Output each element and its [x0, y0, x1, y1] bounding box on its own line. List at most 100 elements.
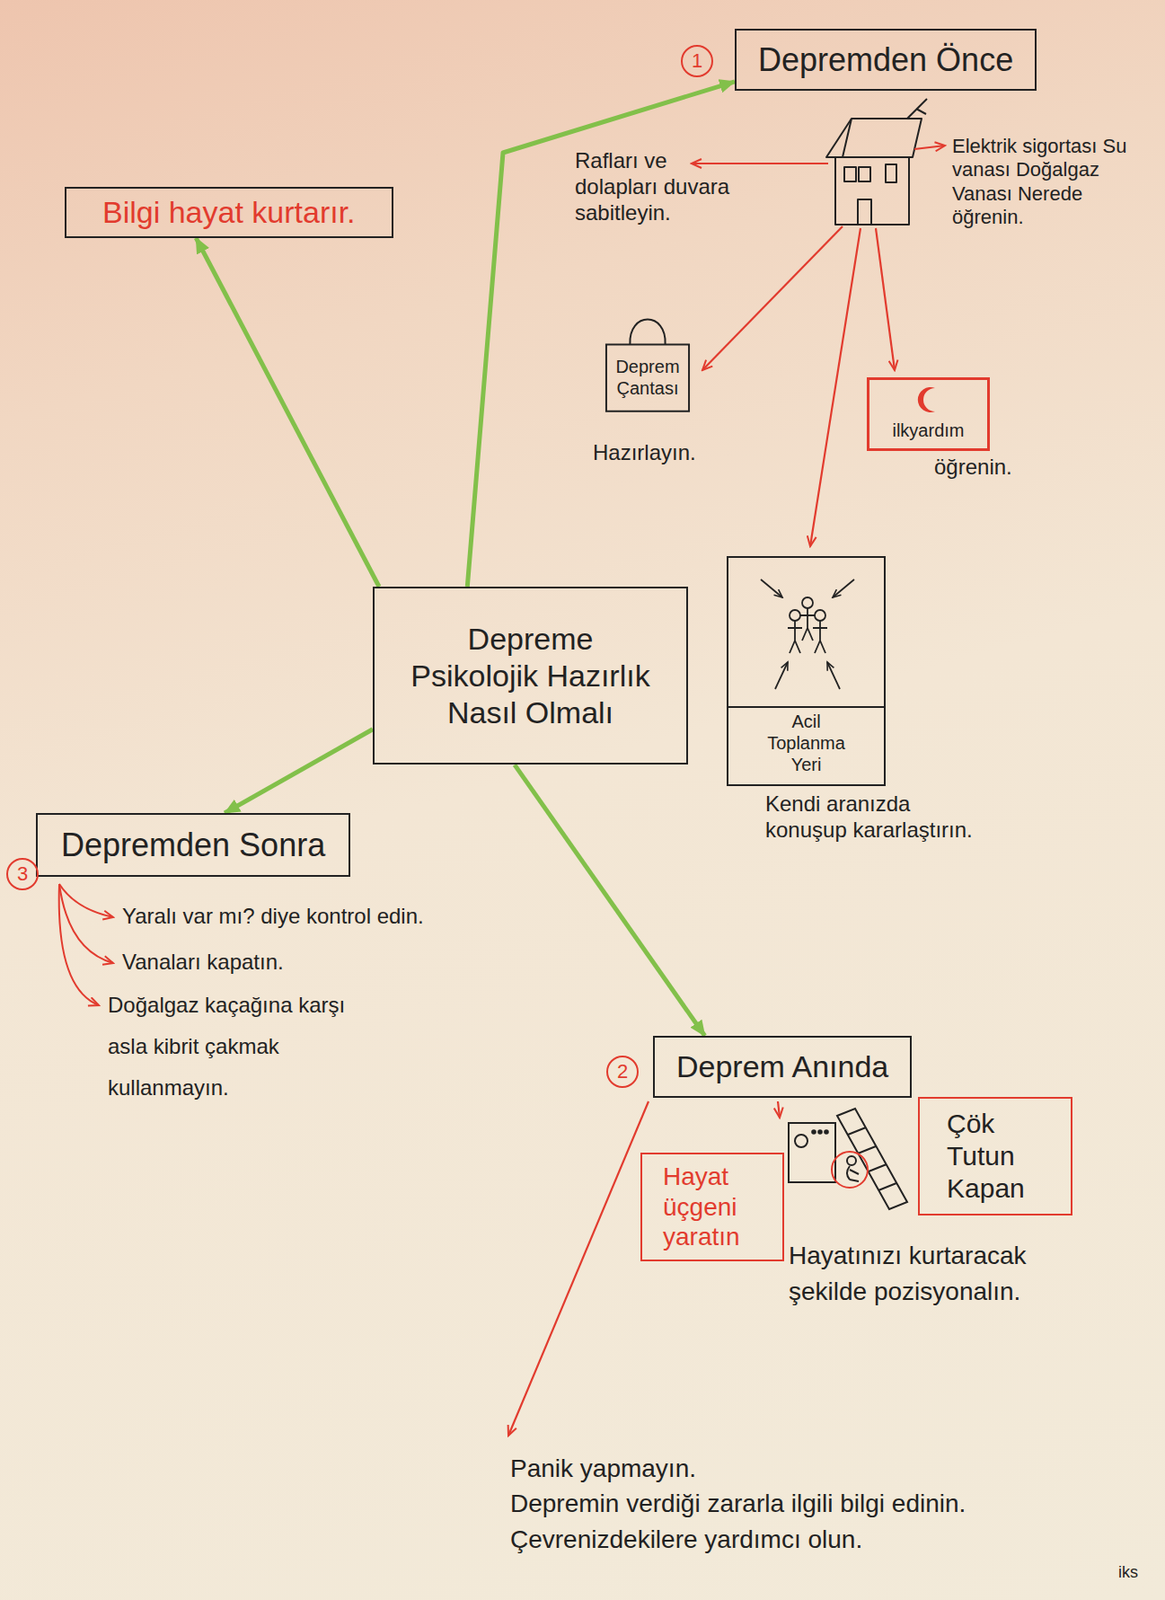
label-box: Vanaları kapatın.: [122, 949, 284, 976]
box-text: ilkyardım: [874, 419, 982, 442]
leader-arrow: [691, 162, 829, 165]
cabinet-dot: [811, 1129, 816, 1134]
bag-node: Deprem ÇantasıHazırlayın.: [592, 308, 697, 467]
person-body: [800, 608, 815, 641]
person-head: [847, 1156, 857, 1165]
step-leaders: [59, 883, 114, 1006]
bag-text: Deprem Çantası: [610, 355, 685, 399]
caption-text: Kendi aranızda konuşup kararlaştırın.: [765, 791, 981, 844]
signature: iks: [1118, 1562, 1139, 1583]
cabinet-knob: [794, 1134, 808, 1148]
label-box: Rafları ve dolapları duvara sabitleyin.: [574, 148, 751, 226]
house-window: [858, 167, 871, 182]
gather-arrow: [775, 661, 788, 689]
label-box: iks: [1118, 1562, 1139, 1583]
callout-circle: 1: [680, 44, 714, 78]
callout-number: 1: [691, 51, 703, 71]
person-body: [787, 620, 803, 654]
house-door: [857, 199, 872, 225]
bag-shape: Deprem Çantası: [603, 308, 692, 414]
step-text: Çevrenizdekilere yardımcı olun.: [510, 1524, 863, 1555]
tilted-shelf: [837, 1108, 908, 1210]
action-box: Hayat üçgeni yaratın: [640, 1152, 785, 1262]
note-text: Hayatınızı kurtaracak şekilde pozisyonal…: [788, 1237, 1059, 1310]
crescent: [917, 387, 935, 413]
person-head: [789, 609, 801, 621]
first-aid-node: ilkyardım öğrenin.: [866, 377, 1013, 481]
gather-arrow: [832, 579, 855, 598]
leader-line: [59, 883, 114, 918]
step-text: Doğalgaz kaçağına karşı asla kibrit çakm…: [107, 984, 360, 1109]
label-box: Yaralı var mı? diye kontrol edin.: [122, 903, 424, 930]
center-box: Depreme Psikolojik Hazırlık Nasıl Olmalı: [372, 586, 689, 765]
action-box: Çök Tutun Kapan: [917, 1096, 1073, 1216]
note-text: Rafları ve dolapları duvara sabitleyin.: [574, 148, 751, 226]
gather-arrow: [827, 661, 840, 689]
house-sketch: [826, 98, 927, 225]
leader-arrow: [702, 226, 843, 371]
assembly-illustration: [728, 557, 884, 709]
first-aid-box: ilkyardım: [866, 377, 990, 451]
house-arrows: [691, 145, 945, 547]
shelf-slats: [847, 1127, 897, 1191]
person-body: [812, 620, 828, 654]
assembly-box: Acil Toplanma Yeri: [726, 556, 886, 786]
node-text: Hayat üçgeni yaratın: [662, 1161, 762, 1253]
caption-text: Hazırlayın.: [592, 440, 697, 467]
section-box: Deprem Anında: [653, 1035, 912, 1098]
branch-arrow: [195, 238, 380, 587]
house-window: [885, 164, 897, 183]
bag-handle: [629, 319, 665, 345]
label-box: Depremin verdiği zararla ilgili bilgi ed…: [510, 1488, 966, 1519]
house-roof: [826, 118, 922, 158]
leader-arrow: [875, 228, 895, 371]
node-text: Deprem Anında: [676, 1048, 889, 1086]
step-text: Vanaları kapatın.: [122, 949, 284, 976]
caption-text: öğrenin.: [934, 454, 1013, 481]
roof-line: [842, 118, 852, 158]
house-antenna: [907, 98, 927, 119]
box-text: Acil Toplanma Yeri: [759, 710, 854, 776]
step-text: Depremin verdiği zararla ilgili bilgi ed…: [510, 1488, 966, 1519]
cabinet-dot: [818, 1129, 822, 1134]
person-head: [802, 597, 813, 609]
house-window: [844, 167, 857, 182]
leader-arrow: [777, 1101, 780, 1118]
shelter-sketch: [788, 1108, 908, 1210]
callout-circle: 3: [6, 857, 39, 891]
callout-circle: 2: [606, 1055, 639, 1088]
motto-box: Bilgi hayat kurtarır.: [64, 186, 394, 239]
label-box: Doğalgaz kaçağına karşı asla kibrit çakm…: [107, 984, 360, 1109]
node-text: Depremden Sonra: [61, 825, 326, 865]
node-text: Çök Tutun Kapan: [946, 1107, 1037, 1205]
leader-line: [59, 883, 99, 1006]
label-box: Çevrenizdekilere yardımcı olun.: [510, 1524, 863, 1555]
during-arrows: [508, 1101, 780, 1436]
leader-arrow: [810, 228, 861, 547]
gather-arrow: [760, 579, 783, 598]
label-box: Hayatınızı kurtaracak şekilde pozisyonal…: [788, 1237, 1059, 1310]
leader-arrow: [508, 1101, 649, 1436]
divider-line: [728, 706, 884, 708]
house-wall: [835, 157, 910, 225]
step-text: Panik yapmayın.: [510, 1453, 697, 1484]
callout-number: 2: [617, 1061, 628, 1082]
crescent-symbol: [913, 384, 945, 415]
note-text: Elektrik sigortası Su vanası Doğalgaz Va…: [952, 134, 1146, 230]
section-box: Depremden Sonra: [35, 812, 351, 877]
person-body: [847, 1165, 859, 1182]
label-box: Elektrik sigortası Su vanası Doğalgaz Va…: [952, 134, 1146, 230]
callout-number: 3: [17, 864, 28, 884]
person-circle: [831, 1151, 868, 1188]
section-box: Depremden Önce: [734, 28, 1037, 91]
bag-body: [606, 344, 689, 411]
leader-arrow: [914, 145, 945, 150]
step-text: Yaralı var mı? diye kontrol edin.: [122, 903, 424, 930]
branch-arrow: [514, 764, 706, 1036]
cabinet-dot: [824, 1129, 829, 1134]
node-text: Bilgi hayat kurtarır.: [102, 194, 356, 231]
